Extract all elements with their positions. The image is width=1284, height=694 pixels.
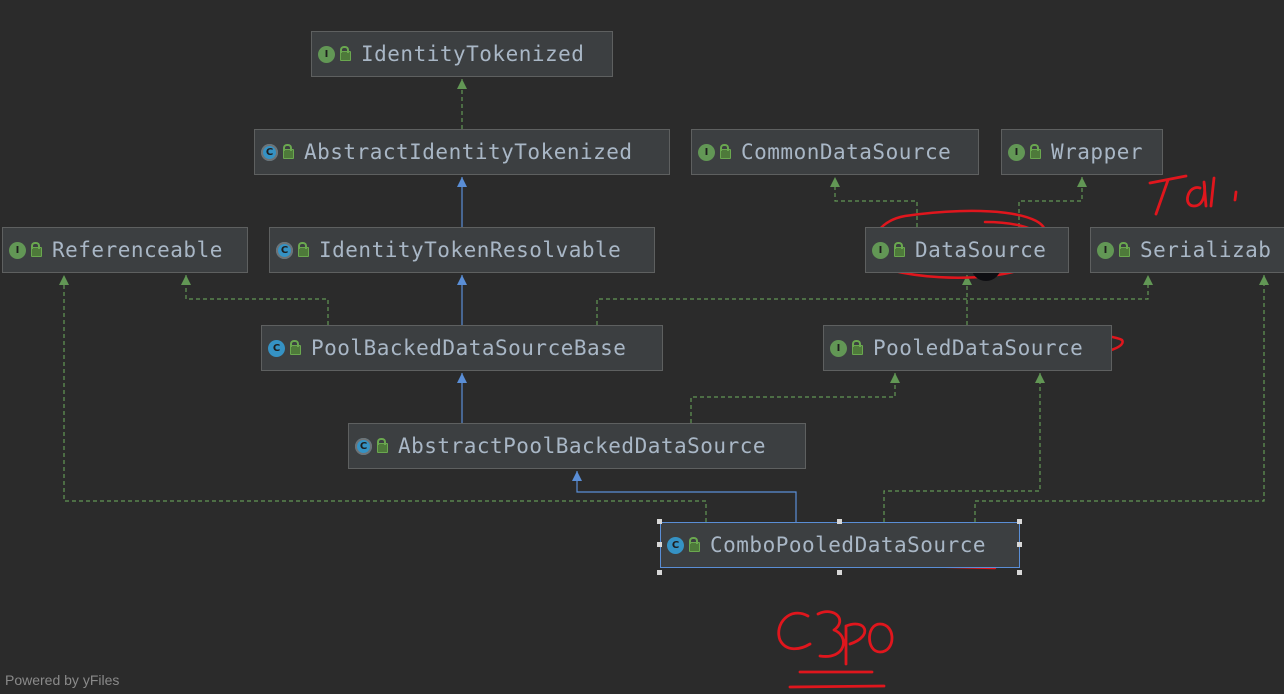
interface-icon: I bbox=[9, 241, 26, 259]
yfiles-credit: Powered by yFiles bbox=[5, 672, 120, 688]
public-lock-icon bbox=[290, 340, 301, 355]
public-lock-icon bbox=[1119, 242, 1130, 257]
node-identity-token-resolvable[interactable]: C IdentityTokenResolvable bbox=[269, 227, 655, 273]
public-lock-icon bbox=[720, 144, 731, 159]
node-label: Wrapper bbox=[1051, 140, 1144, 164]
edge-extends-interface bbox=[1018, 177, 1083, 227]
class-icon: C bbox=[268, 339, 285, 357]
node-wrapper[interactable]: I Wrapper bbox=[1001, 129, 1163, 175]
edge-arrowhead bbox=[572, 471, 582, 481]
edge-arrowhead bbox=[830, 177, 840, 187]
node-label: CommonDataSource bbox=[741, 140, 952, 164]
edge-implements bbox=[63, 275, 707, 522]
node-abstract-pool-backed-data-source[interactable]: C AbstractPoolBackedDataSource bbox=[348, 423, 806, 469]
abstract-class-icon: C bbox=[355, 437, 372, 455]
selection-handle[interactable] bbox=[657, 542, 662, 547]
node-common-data-source[interactable]: I CommonDataSource bbox=[691, 129, 979, 175]
edge-arrowhead bbox=[1077, 177, 1087, 187]
edge-extends-interface bbox=[834, 177, 918, 227]
edge-implements bbox=[883, 373, 1041, 522]
node-label: PoolBackedDataSourceBase bbox=[311, 336, 627, 360]
node-referenceable[interactable]: I Referenceable bbox=[2, 227, 248, 273]
edge-extends bbox=[576, 471, 797, 522]
selection-handle[interactable] bbox=[1017, 570, 1022, 575]
node-data-source[interactable]: I DataSource bbox=[865, 227, 1069, 273]
node-label: Referenceable bbox=[52, 238, 223, 262]
annotation-handwriting-c3p0 bbox=[777, 610, 894, 666]
public-lock-icon bbox=[283, 144, 294, 159]
selection-handle[interactable] bbox=[1017, 519, 1022, 524]
edge-arrowhead bbox=[59, 275, 69, 285]
node-label: Serializab bbox=[1140, 238, 1272, 262]
node-pool-backed-data-source-base[interactable]: C PoolBackedDataSourceBase bbox=[261, 325, 663, 371]
public-lock-icon bbox=[340, 46, 351, 61]
public-lock-icon bbox=[852, 340, 863, 355]
public-lock-icon bbox=[689, 537, 700, 552]
edge-arrowhead bbox=[962, 275, 972, 285]
interface-icon: I bbox=[1008, 143, 1025, 161]
class-icon: C bbox=[667, 536, 684, 554]
edge-arrowhead bbox=[457, 275, 467, 285]
edge-arrowhead bbox=[457, 79, 467, 89]
node-label: ComboPooledDataSource bbox=[710, 533, 987, 557]
public-lock-icon bbox=[1030, 144, 1041, 159]
edge-arrowhead bbox=[890, 373, 900, 383]
public-lock-icon bbox=[31, 242, 42, 257]
node-label: DataSource bbox=[915, 238, 1047, 262]
edge-arrowhead bbox=[181, 275, 191, 285]
abstract-class-icon: C bbox=[261, 143, 278, 161]
interface-icon: I bbox=[1097, 241, 1114, 259]
interface-icon: I bbox=[872, 241, 889, 259]
interface-icon: I bbox=[830, 339, 847, 357]
node-label: IdentityTokenResolvable bbox=[319, 238, 622, 262]
annotation-underline-c3p0 bbox=[788, 670, 886, 689]
edge-implements bbox=[690, 373, 896, 423]
selection-handle[interactable] bbox=[837, 519, 842, 524]
interface-icon: I bbox=[698, 143, 715, 161]
node-combo-pooled-data-source[interactable]: C ComboPooledDataSource bbox=[660, 522, 1020, 568]
node-pooled-data-source[interactable]: I PooledDataSource bbox=[823, 325, 1112, 371]
node-identity-tokenized[interactable]: I IdentityTokenized bbox=[311, 31, 613, 77]
abstract-class-icon: C bbox=[276, 241, 293, 259]
edge-arrowhead bbox=[1035, 373, 1045, 383]
node-label: PooledDataSource bbox=[873, 336, 1084, 360]
annotation-handwriting-tdli bbox=[1148, 174, 1238, 216]
edge-arrowhead bbox=[457, 373, 467, 383]
selection-handle[interactable] bbox=[837, 570, 842, 575]
node-serializable[interactable]: I Serializab bbox=[1090, 227, 1284, 273]
node-label: AbstractPoolBackedDataSource bbox=[398, 434, 767, 458]
selection-handle[interactable] bbox=[657, 519, 662, 524]
edge-arrowhead bbox=[457, 177, 467, 187]
node-abstract-identity-tokenized[interactable]: C AbstractIdentityTokenized bbox=[254, 129, 670, 175]
node-label: IdentityTokenized bbox=[361, 42, 585, 66]
edge-implements bbox=[185, 275, 329, 325]
public-lock-icon bbox=[894, 242, 905, 257]
edge-arrowhead bbox=[1259, 275, 1269, 285]
edge-implements bbox=[596, 275, 1149, 325]
edge-implements bbox=[974, 275, 1265, 522]
public-lock-icon bbox=[298, 242, 309, 257]
selection-handle[interactable] bbox=[657, 570, 662, 575]
selection-handle[interactable] bbox=[1017, 542, 1022, 547]
interface-icon: I bbox=[318, 45, 335, 63]
node-label: AbstractIdentityTokenized bbox=[304, 140, 633, 164]
edge-arrowhead bbox=[1143, 275, 1153, 285]
public-lock-icon bbox=[377, 438, 388, 453]
